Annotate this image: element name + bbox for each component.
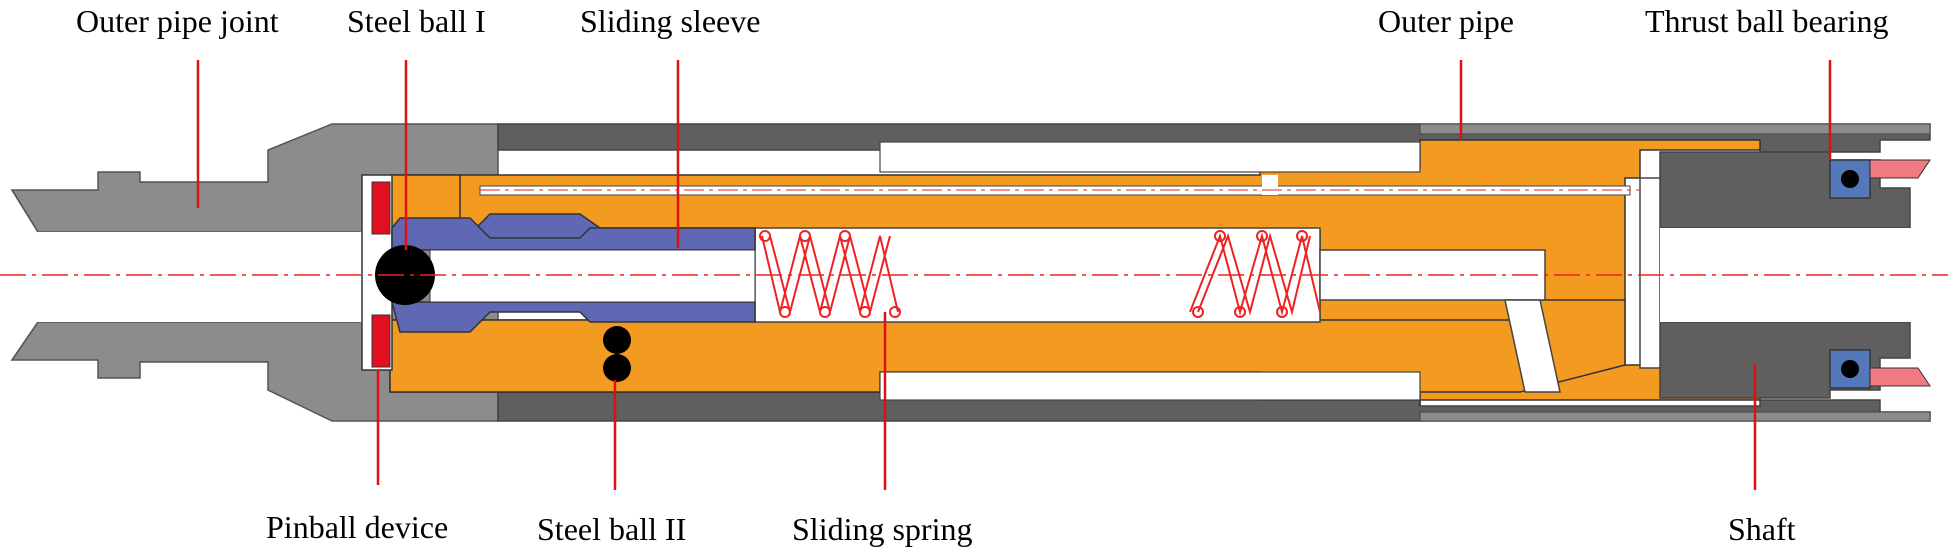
- outer-pipe-shell-bot: [1419, 411, 1931, 422]
- label-pinball-device: Pinball device: [266, 509, 448, 545]
- joint-bore: [12, 232, 382, 322]
- label-outer-pipe-joint: Outer pipe joint: [76, 3, 279, 39]
- bearing-ball-top: [1841, 170, 1859, 188]
- steel-ball-1: [375, 245, 435, 305]
- joint-bore-edge-top: [11, 189, 39, 233]
- steel-ball-2-lower: [603, 354, 631, 382]
- bearing-pink-bot: [1869, 367, 1931, 387]
- label-steel-ball-2: Steel ball II: [537, 511, 686, 547]
- sleeve-bore: [429, 249, 756, 303]
- pinball-seal-bot: [371, 314, 391, 368]
- oil-channel-gap: [1262, 175, 1278, 195]
- bearing-housing-bot: [1659, 321, 1911, 399]
- shaft-bore-right: [1639, 177, 1661, 369]
- label-steel-ball-1: Steel ball I: [347, 3, 486, 39]
- outer-pipe-shell-top: [1419, 123, 1931, 135]
- label-thrust-ball-bearing: Thrust ball bearing: [1645, 3, 1888, 39]
- label-sliding-spring: Sliding spring: [792, 511, 972, 547]
- leader-lines: [196, 60, 1832, 490]
- label-shaft: Shaft: [1728, 511, 1796, 547]
- bearing-ball-bot: [1841, 360, 1859, 378]
- diagonal-passage: [1504, 299, 1561, 393]
- lower-window: [879, 371, 1421, 401]
- pinball-seal-top: [371, 181, 391, 235]
- upper-window: [879, 141, 1421, 173]
- sliding-spring-right: [1189, 230, 1321, 318]
- sliding-sleeve-lower: [391, 301, 756, 333]
- steel-ball-2-upper: [603, 326, 631, 354]
- joint-bore-edge-bot: [11, 321, 39, 361]
- label-sliding-sleeve: Sliding sleeve: [580, 3, 760, 39]
- label-outer-pipe: Outer pipe: [1378, 3, 1514, 39]
- bearing-pink-top: [1869, 159, 1931, 179]
- sliding-spring-left: [759, 230, 901, 318]
